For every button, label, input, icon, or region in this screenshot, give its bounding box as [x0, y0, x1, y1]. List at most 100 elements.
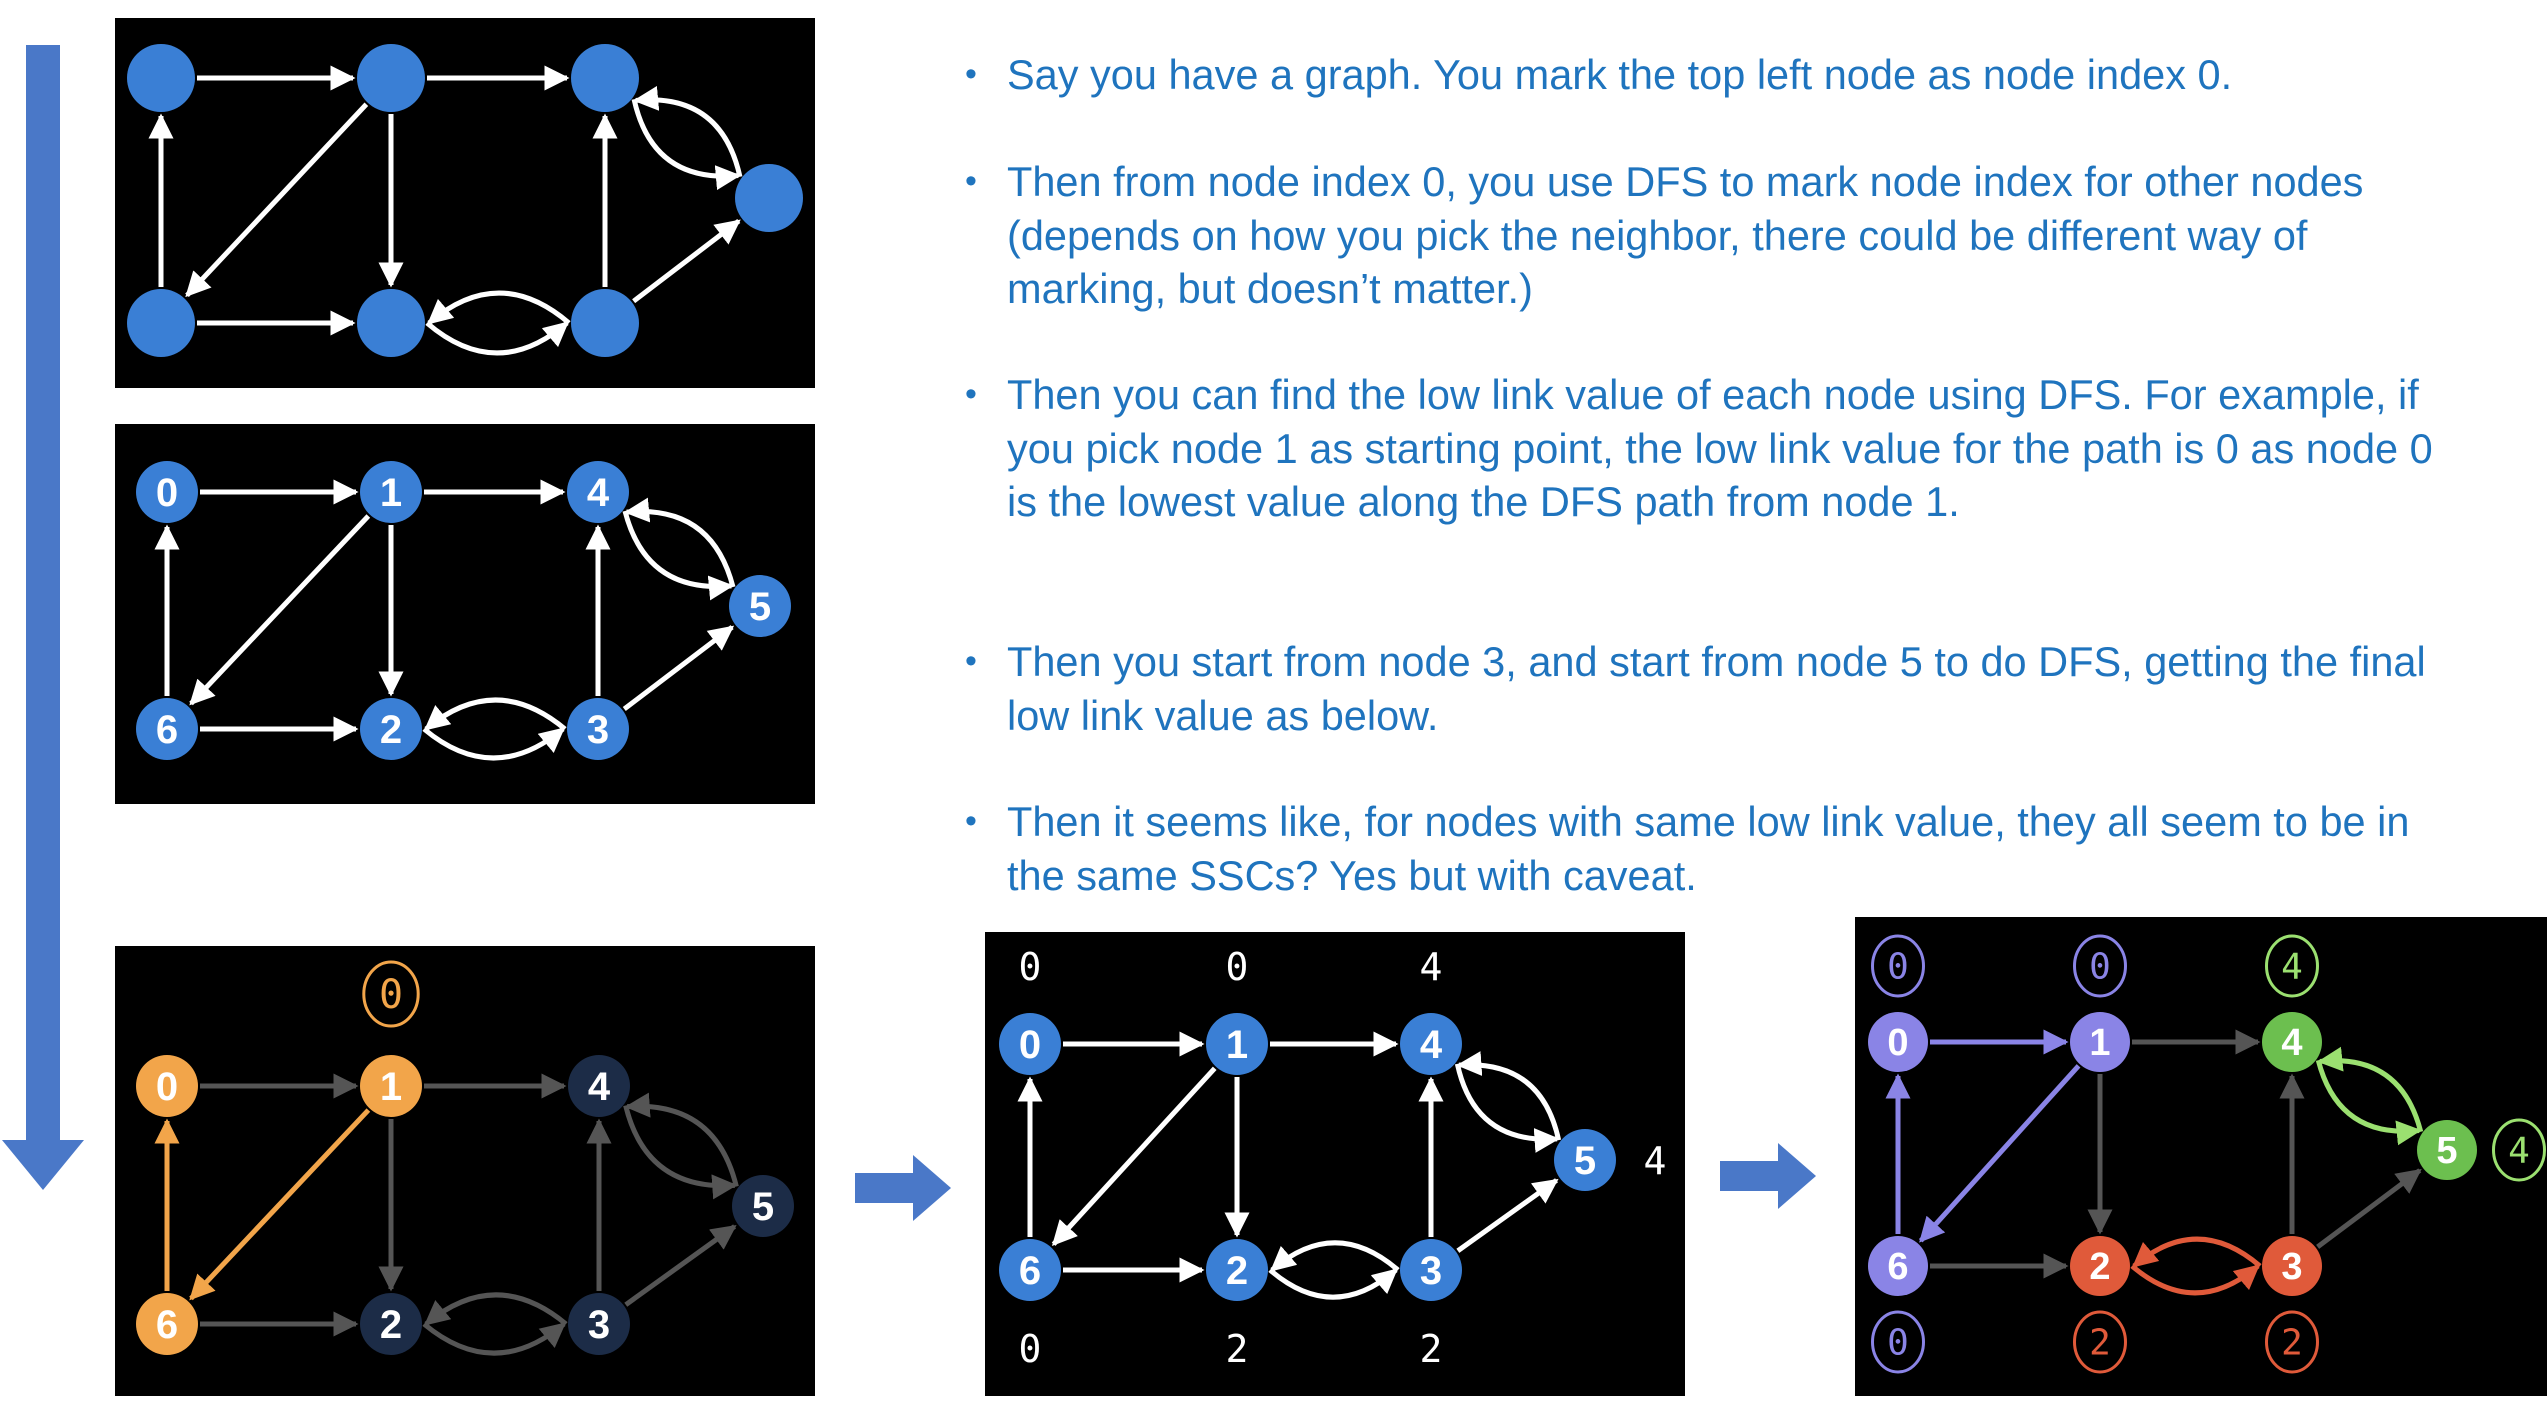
bullet-item: Then you can find the low link value of … — [965, 368, 2465, 529]
edge-5-to-4 — [1456, 1051, 1562, 1141]
down-arrow-icon — [2, 45, 84, 1190]
graph-node-2 — [357, 289, 425, 357]
node-label-2: 2 — [1226, 1249, 1248, 1293]
low-link-value-6: 0 — [1887, 1323, 1909, 1364]
low-link-ring-4 — [2265, 934, 2319, 998]
low-link-value-3: 2 — [1420, 1327, 1443, 1371]
low-link-value-5: 4 — [1644, 1139, 1667, 1183]
low-link-value-5: 4 — [2508, 1131, 2530, 1172]
low-link-value-4: 4 — [2281, 947, 2303, 988]
graph-panel-unlabeled — [115, 18, 815, 388]
low-link-value-1: 0 — [379, 972, 403, 1018]
node-label-6: 6 — [156, 708, 178, 752]
edge-1-to-6 — [1051, 1066, 1217, 1247]
graph-node-0 — [136, 461, 198, 523]
node-label-5: 5 — [2436, 1130, 2457, 1172]
node-label-5: 5 — [1574, 1139, 1596, 1183]
edge-3-to-5 — [1456, 1178, 1559, 1253]
low-link-ring-1 — [362, 960, 420, 1028]
graph-node-0 — [127, 44, 195, 112]
edge-5-to-4 — [624, 1092, 739, 1188]
edge-1-to-6 — [185, 102, 369, 298]
bullet-item: Then it seems like, for nodes with same … — [965, 795, 2465, 902]
node-label-1: 1 — [380, 1065, 402, 1109]
node-label-2: 2 — [2089, 1246, 2110, 1288]
edge-2-to-3 — [422, 1322, 566, 1356]
edge-4-to-5 — [623, 1104, 738, 1200]
edge-2-to-3 — [422, 727, 565, 761]
edge-3-to-5 — [632, 219, 741, 304]
graph-unlabeled-svg — [127, 44, 803, 357]
graph-node-4 — [571, 44, 639, 112]
low-link-value-3: 2 — [2281, 1323, 2303, 1364]
graph-node-5 — [735, 164, 803, 232]
right-arrow-icon — [1720, 1143, 1816, 1209]
edge-3-to-5 — [622, 625, 735, 712]
node-label-5: 5 — [752, 1185, 774, 1229]
low-link-value-0: 0 — [1887, 947, 1909, 988]
bullet-item: Then you start from node 3, and start fr… — [965, 635, 2465, 742]
node-label-4: 4 — [2281, 1022, 2302, 1064]
node-label-6: 6 — [1019, 1249, 1041, 1293]
node-label-5: 5 — [749, 585, 771, 629]
edge-4-to-5 — [631, 98, 741, 191]
graph-node-5 — [2417, 1120, 2477, 1180]
graph-node-3 — [567, 698, 629, 760]
graph-node-2 — [360, 1293, 422, 1355]
graph-node-4 — [2262, 1012, 2322, 1072]
low-link-ring-5 — [2492, 1118, 2546, 1182]
low-link-value-0: 0 — [1019, 945, 1042, 989]
graph-node-3 — [568, 1293, 630, 1355]
edge-4-to-5 — [1454, 1063, 1560, 1153]
node-label-0: 0 — [156, 471, 178, 515]
edge-5-to-4 — [633, 85, 743, 178]
node-label-0: 0 — [1887, 1022, 1908, 1064]
node-label-6: 6 — [156, 1303, 178, 1347]
graph-node-1 — [360, 1055, 422, 1117]
graph-node-2 — [360, 698, 422, 760]
right-arrow-icon — [855, 1155, 951, 1221]
graph-node-6 — [1868, 1236, 1928, 1296]
node-label-1: 1 — [2089, 1022, 2110, 1064]
low-link-value-4: 4 — [1420, 945, 1443, 989]
graph-node-6 — [136, 698, 198, 760]
edge-1-to-6 — [1918, 1064, 2081, 1243]
node-label-3: 3 — [2281, 1246, 2302, 1288]
low-link-value-2: 2 — [1226, 1327, 1249, 1371]
graph-node-1 — [357, 44, 425, 112]
edge-3-to-5 — [2316, 1168, 2422, 1249]
node-label-1: 1 — [380, 471, 402, 515]
node-label-4: 4 — [588, 1065, 611, 1109]
node-label-2: 2 — [380, 708, 402, 752]
low-link-ring-1 — [2073, 934, 2127, 998]
graph-node-1 — [360, 461, 422, 523]
node-label-3: 3 — [1420, 1249, 1442, 1293]
graph-node-5 — [1554, 1129, 1616, 1191]
graph-node-1 — [1206, 1013, 1268, 1075]
edge-2-to-3 — [425, 321, 569, 356]
edge-3-to-2 — [427, 290, 571, 325]
node-label-4: 4 — [587, 471, 610, 515]
graph-node-4 — [567, 461, 629, 523]
low-link-ring-0 — [1871, 934, 1925, 998]
node-label-1: 1 — [1226, 1023, 1248, 1067]
low-link-ring-2 — [2073, 1310, 2127, 1374]
edge-1-to-6 — [189, 1108, 371, 1301]
node-label-2: 2 — [380, 1303, 402, 1347]
graph-node-1 — [2070, 1012, 2130, 1072]
graph-node-6 — [136, 1293, 198, 1355]
graph-node-6 — [127, 289, 195, 357]
graph-node-3 — [2262, 1236, 2322, 1296]
node-label-0: 0 — [1019, 1023, 1041, 1067]
edge-5-to-4 — [624, 497, 736, 588]
edge-5-to-4 — [2317, 1046, 2424, 1133]
edge-1-to-6 — [189, 514, 371, 706]
edge-3-to-2 — [424, 1292, 568, 1326]
graph-node-5 — [732, 1175, 794, 1237]
